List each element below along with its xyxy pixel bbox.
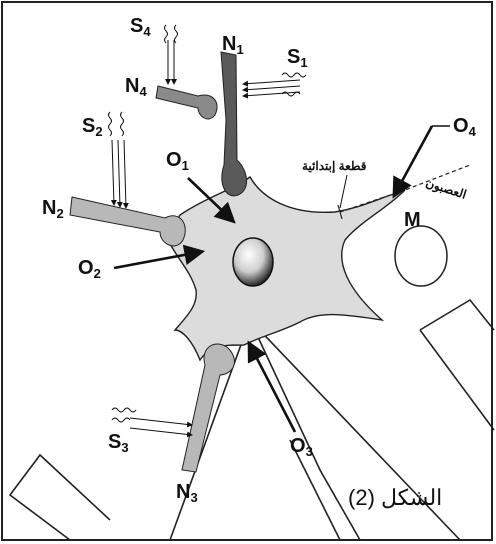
label-o3: O3 [290,435,313,459]
label-m: M [404,209,421,231]
m-circle [395,226,447,286]
stimulus-s1-arrows [243,73,306,96]
cell-body [168,177,405,360]
neuron-n3-terminal [182,344,234,472]
label-s1: S1 [287,46,308,70]
label-n4: N4 [125,75,147,99]
figure-caption: الشكل (2) [348,485,442,510]
label-s4: S4 [130,15,151,39]
label-o2: O2 [78,257,101,281]
label-initial-segment: قطعة إبتدائية [302,159,367,174]
label-s3: S3 [108,431,129,455]
label-n1: N1 [222,33,244,57]
stimulus-s4-arrows [165,25,178,84]
stimulus-s2-arrows [109,112,127,208]
stimulus-s3-arrows [112,408,192,435]
label-o4: O4 [453,115,477,139]
label-o1: O1 [166,149,189,173]
initial-segment-pointer [340,175,347,208]
label-s2: S2 [82,115,103,139]
neuron-n4-terminal [156,86,217,119]
neuron-n2-terminal [70,197,185,246]
label-n2: N2 [42,197,64,221]
label-axon: العصبون [424,176,468,203]
neuron-n1-terminal [221,52,247,196]
label-n3: N3 [176,481,198,505]
o3-arrow [250,345,295,432]
nucleus [233,238,273,286]
